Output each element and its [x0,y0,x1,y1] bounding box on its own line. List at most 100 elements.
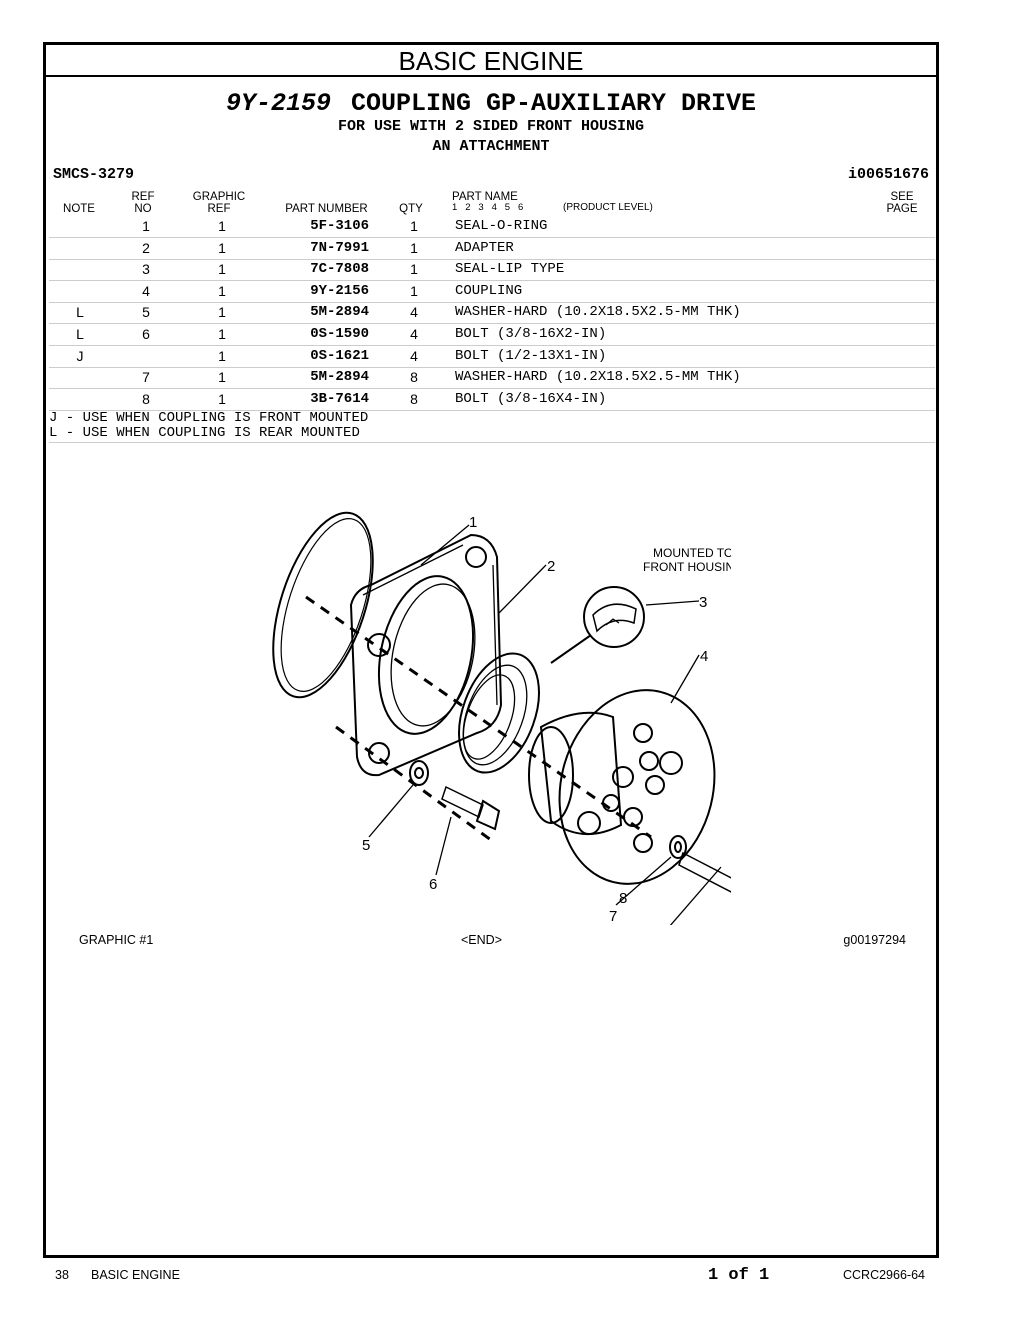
row-part-number: 5F-3106 [310,218,369,234]
mounting-note: MOUNTED TO FRONT HOUSING [643,546,731,574]
table-row: 2 1 7N-7991 1 ADAPTER [49,238,935,260]
row-ref-no: 8 [142,390,150,407]
table-row: 4 1 9Y-2156 1 COUPLING [49,281,935,303]
row-qty: 4 [410,326,418,342]
callout-leaders [368,524,722,925]
row-part-name: SEAL-LIP TYPE [455,261,565,278]
row-part-number: 7N-7991 [310,239,369,256]
lip-seal-part [458,652,540,774]
row-part-number: 0S-1590 [310,326,369,342]
seal-detail-circle [550,586,645,664]
graphic-id: g00197294 [843,933,906,947]
section-title: BASIC ENGINE [46,45,936,77]
row-ref-no: 7 [142,369,150,386]
row-part-number: 3B-7614 [310,390,369,407]
row-graphic-ref: 1 [218,239,226,256]
table-row: L 5 1 5M-2894 4 WASHER-HARD (10.2X18.5X2.5-MM… [49,302,935,325]
bolt-washer-left [409,760,501,831]
col-graphic-ref-line1: GRAPHIC [192,191,246,203]
callout-7: 7 [609,908,617,925]
row-graphic-ref: 1 [218,218,226,234]
callout-numbers: 1 2 3 4 5 6 7 [362,514,708,925]
row-graphic-ref: 1 [218,326,226,342]
row-part-name: COUPLING [455,282,523,299]
col-see-page: SEE PAGE [882,191,922,215]
o-ring-part [272,511,374,699]
row-qty: 1 [410,282,418,299]
row-part-name: BOLT (3/8-16X4-IN) [455,390,607,407]
row-part-number: 9Y-2156 [310,282,369,299]
row-qty: 1 [410,239,418,256]
footer-page-of: 1 of 1 [708,1266,770,1285]
col-product-level: (PRODUCT LEVEL) [563,202,653,213]
row-graphic-ref: 1 [218,261,226,278]
callout-2: 2 [547,558,555,575]
callout-8: 8 [619,890,628,907]
mounting-note-line1: MOUNTED TO [653,546,731,560]
col-graphic-ref-line2: REF [207,203,231,215]
row-qty: 1 [410,261,418,278]
row-part-name: WASHER-HARD (10.2X18.5X2.5-MM THK) [455,369,741,386]
row-part-number: 0S-1621 [310,347,369,364]
col-levels: 1 2 3 4 5 6 [452,202,524,213]
row-graphic-ref: 1 [218,282,226,299]
row-graphic-ref: 1 [218,369,226,386]
footer-doc-code: CCRC2966-64 [843,1268,925,1282]
row-note: J [76,347,84,364]
bolt-washer-right [669,835,731,893]
col-see-page-line1: SEE [890,191,914,203]
row-ref-no: 5 [142,304,150,321]
callout-1: 1 [469,514,477,531]
col-part-name: PART NAME [452,191,518,203]
end-marker: <END> [461,933,502,947]
col-ref-no: REF NO [128,191,158,215]
row-part-number: 5M-2894 [310,304,369,321]
row-graphic-ref: 1 [218,347,226,364]
graphic-caption: GRAPHIC #1 [79,933,154,947]
table-row: 8 1 3B-7614 8 BOLT (3/8-16X4-IN) [49,389,935,411]
group-title: COUPLING GP-AUXILIARY DRIVE [350,89,757,118]
row-graphic-ref: 1 [218,304,226,321]
table-row: 7 1 5M-2894 8 WASHER-HARD (10.2X18.5X2.5-MM … [49,367,935,390]
col-note: NOTE [63,203,95,215]
row-ref-no: 2 [142,239,150,256]
footnote-j: J - USE WHEN COUPLING IS FRONT MOUNTED [49,410,369,426]
callout-3: 3 [699,594,707,611]
col-part-number: PART NUMBER [285,203,368,215]
row-qty: 1 [410,218,418,234]
mounting-note-line2: FRONT HOUSING [643,560,731,574]
row-qty: 4 [410,347,418,364]
row-part-number: 7C-7808 [310,261,369,278]
row-part-name: BOLT (3/8-16X2-IN) [455,326,607,342]
adapter-part [349,533,503,777]
row-graphic-ref: 1 [218,390,226,407]
subtitle-2: AN ATTACHMENT [432,138,550,155]
exploded-view-graphic: 1 2 3 4 5 6 7 MOUNTED TO FRONT HOUSING [272,511,731,925]
table-row: J 1 0S-1621 4 BOLT (1/2-13X1-IN) [49,346,935,368]
footnotes: J - USE WHEN COUPLING IS FRONT MOUNTED L… [49,411,935,443]
row-part-name: WASHER-HARD (10.2X18.5X2.5-MM THK) [455,304,741,321]
subtitle-1: FOR USE WITH 2 SIDED FRONT HOUSING [337,118,645,135]
footer-section: BASIC ENGINE [91,1268,180,1282]
row-part-number: 5M-2894 [310,369,369,386]
row-part-name: BOLT (1/2-13X1-IN) [455,347,607,364]
row-qty: 8 [410,369,418,386]
col-ref-no-line2: NO [134,203,152,215]
row-note: L [76,326,84,342]
row-ref-no: 4 [142,282,150,299]
callout-5: 5 [362,837,370,854]
row-note: L [76,304,84,321]
row-qty: 8 [410,390,418,407]
col-qty: QTY [399,203,423,215]
col-ref-no-line1: REF [131,191,155,203]
footnote-l: L - USE WHEN COUPLING IS REAR MOUNTED [49,425,360,441]
callout-6: 6 [429,876,437,893]
row-part-name: ADAPTER [455,239,514,256]
row-qty: 4 [410,304,418,321]
smcs-code: SMCS-3279 [53,166,135,183]
